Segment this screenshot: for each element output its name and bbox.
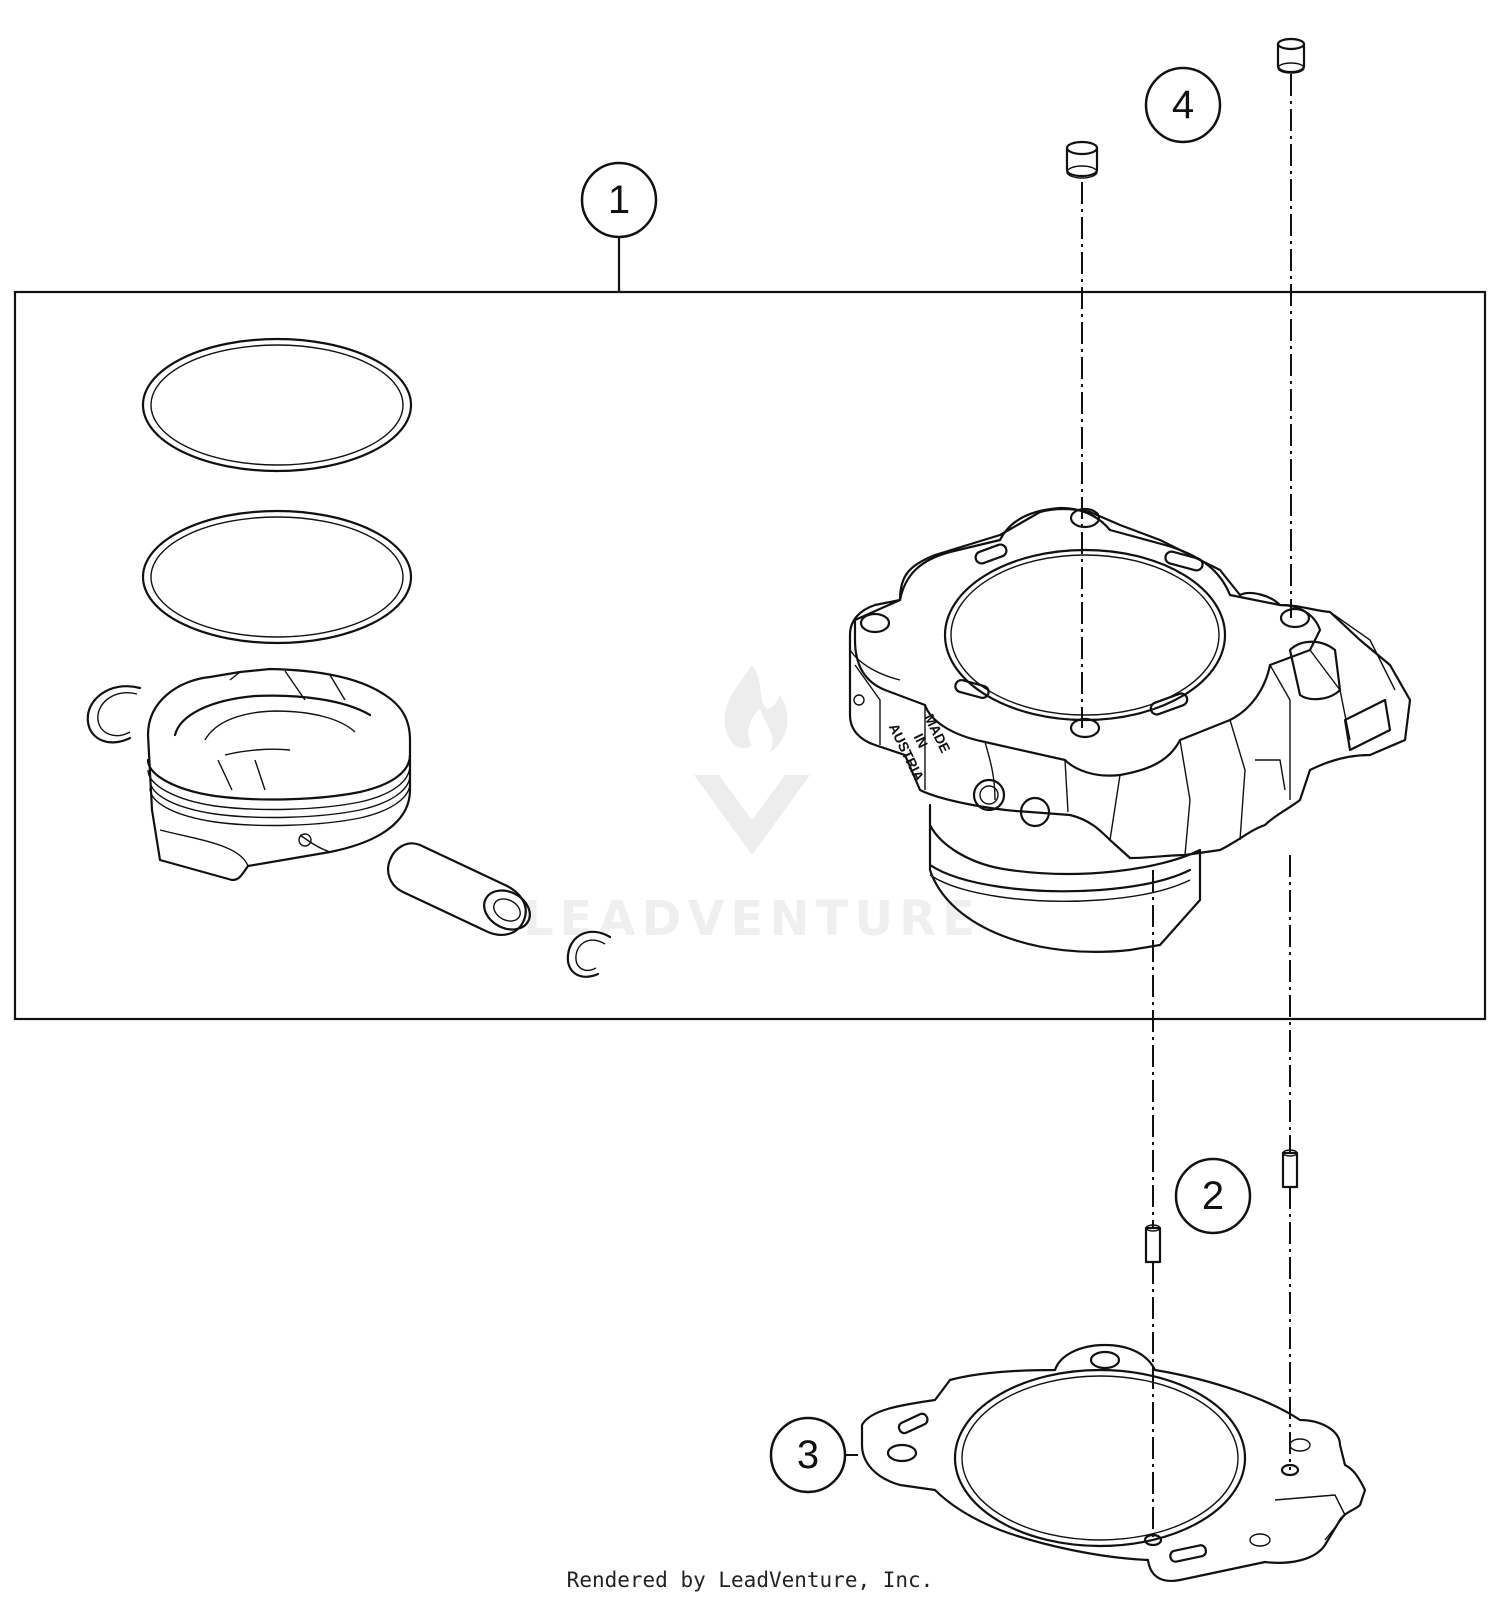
callout-2-number: 2 — [1202, 1174, 1224, 1218]
leadventure-watermark: LEADVENTURE — [523, 665, 981, 947]
watermark-text: LEADVENTURE — [523, 891, 981, 947]
callout-2[interactable]: 2 — [1174, 1157, 1252, 1235]
piston-ring-top — [141, 337, 413, 473]
callout-3[interactable]: 3 — [769, 1416, 847, 1494]
render-credit: Rendered by LeadVenture, Inc. — [566, 1568, 934, 1592]
circlip-right — [566, 930, 612, 978]
sleeve-nut-right — [1276, 37, 1306, 74]
svg-text:AUSTRIA: AUSTRIA — [886, 721, 928, 784]
callout-1-number: 1 — [608, 178, 630, 222]
callout-4[interactable]: 4 — [1144, 66, 1222, 144]
callout-3-number: 3 — [797, 1433, 819, 1477]
piston-pin — [386, 842, 531, 936]
callout-1[interactable]: 1 — [580, 161, 658, 239]
callout-4-number: 4 — [1172, 83, 1194, 127]
base-gasket — [860, 1343, 1367, 1583]
piston — [146, 667, 412, 882]
kit-frame — [13, 290, 1487, 1021]
circlip-left — [86, 685, 142, 744]
sleeve-nut-left — [1065, 140, 1099, 179]
piston-ring-second — [141, 509, 413, 645]
made-in-austria-stamp: MADE IN AUSTRIA — [886, 711, 954, 784]
cylinder: MADE IN AUSTRIA — [848, 506, 1412, 953]
flame-logo-icon — [694, 665, 810, 855]
dowel-pin-right — [1281, 1149, 1299, 1189]
svg-text:IN: IN — [911, 731, 932, 751]
dowel-pin-left — [1144, 1224, 1162, 1264]
